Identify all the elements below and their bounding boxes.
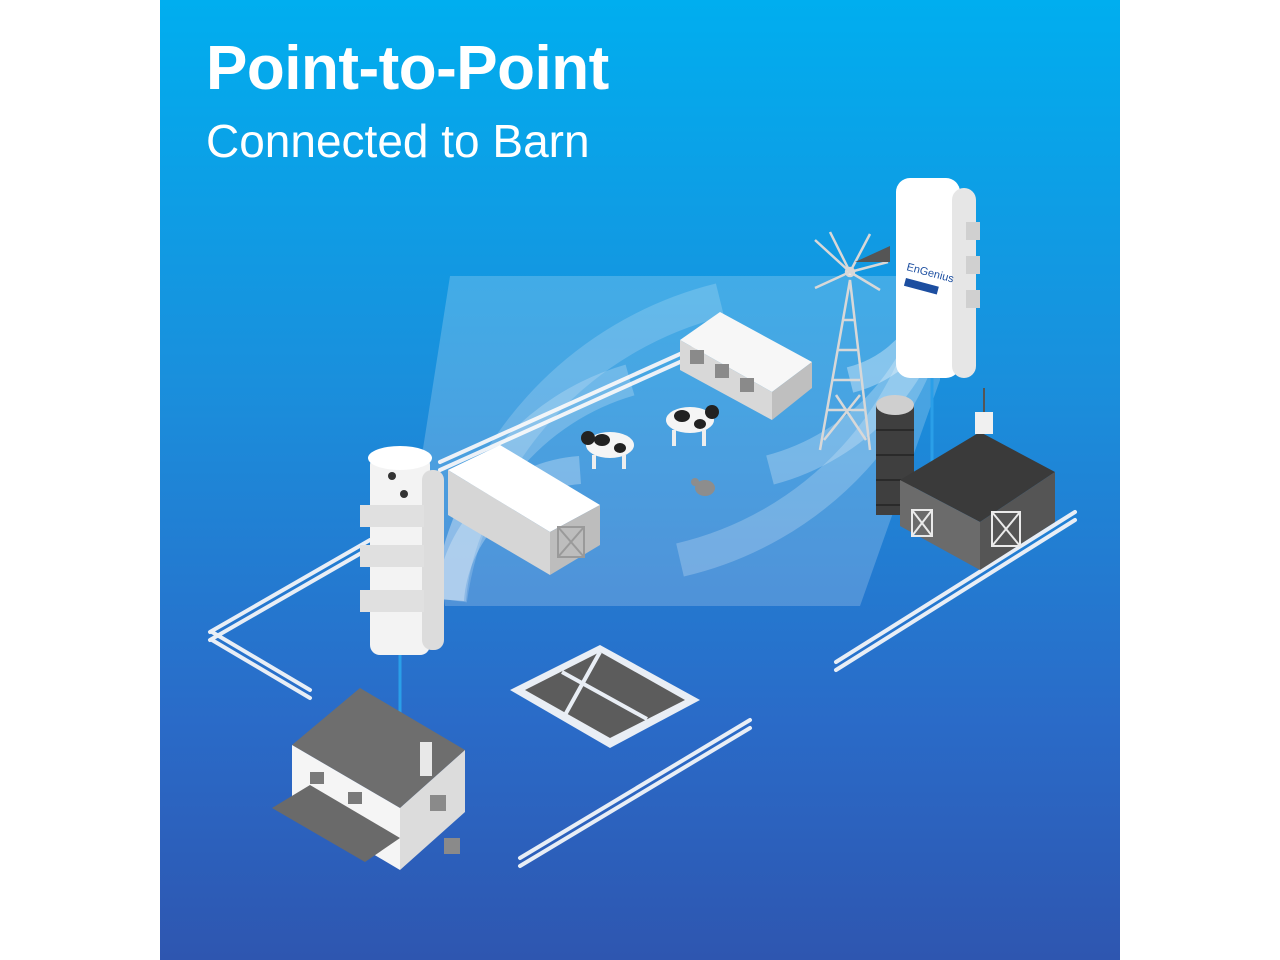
- farm-scene: EnGenius: [208, 178, 1077, 870]
- illustration-panel: EnGenius: [160, 0, 1120, 960]
- cow-icon: [581, 431, 634, 469]
- garden-icon: [510, 645, 700, 748]
- antenna-icon: [360, 446, 444, 655]
- link-line: [398, 378, 934, 720]
- page-subtitle: Connected to Barn: [206, 115, 590, 167]
- windmill-icon: [814, 231, 890, 451]
- wireless-beam: [422, 273, 957, 606]
- barn-icon: [900, 388, 1055, 570]
- stable-icon: [680, 312, 812, 420]
- page-title: Point-to-Point: [206, 34, 609, 103]
- house-icon: [272, 688, 465, 870]
- barn-icon: [448, 445, 600, 575]
- cow-icon: [666, 405, 719, 446]
- chicken-icon: [691, 478, 715, 496]
- fence-icon: [208, 343, 1077, 868]
- antenna-icon: EnGenius: [896, 178, 980, 378]
